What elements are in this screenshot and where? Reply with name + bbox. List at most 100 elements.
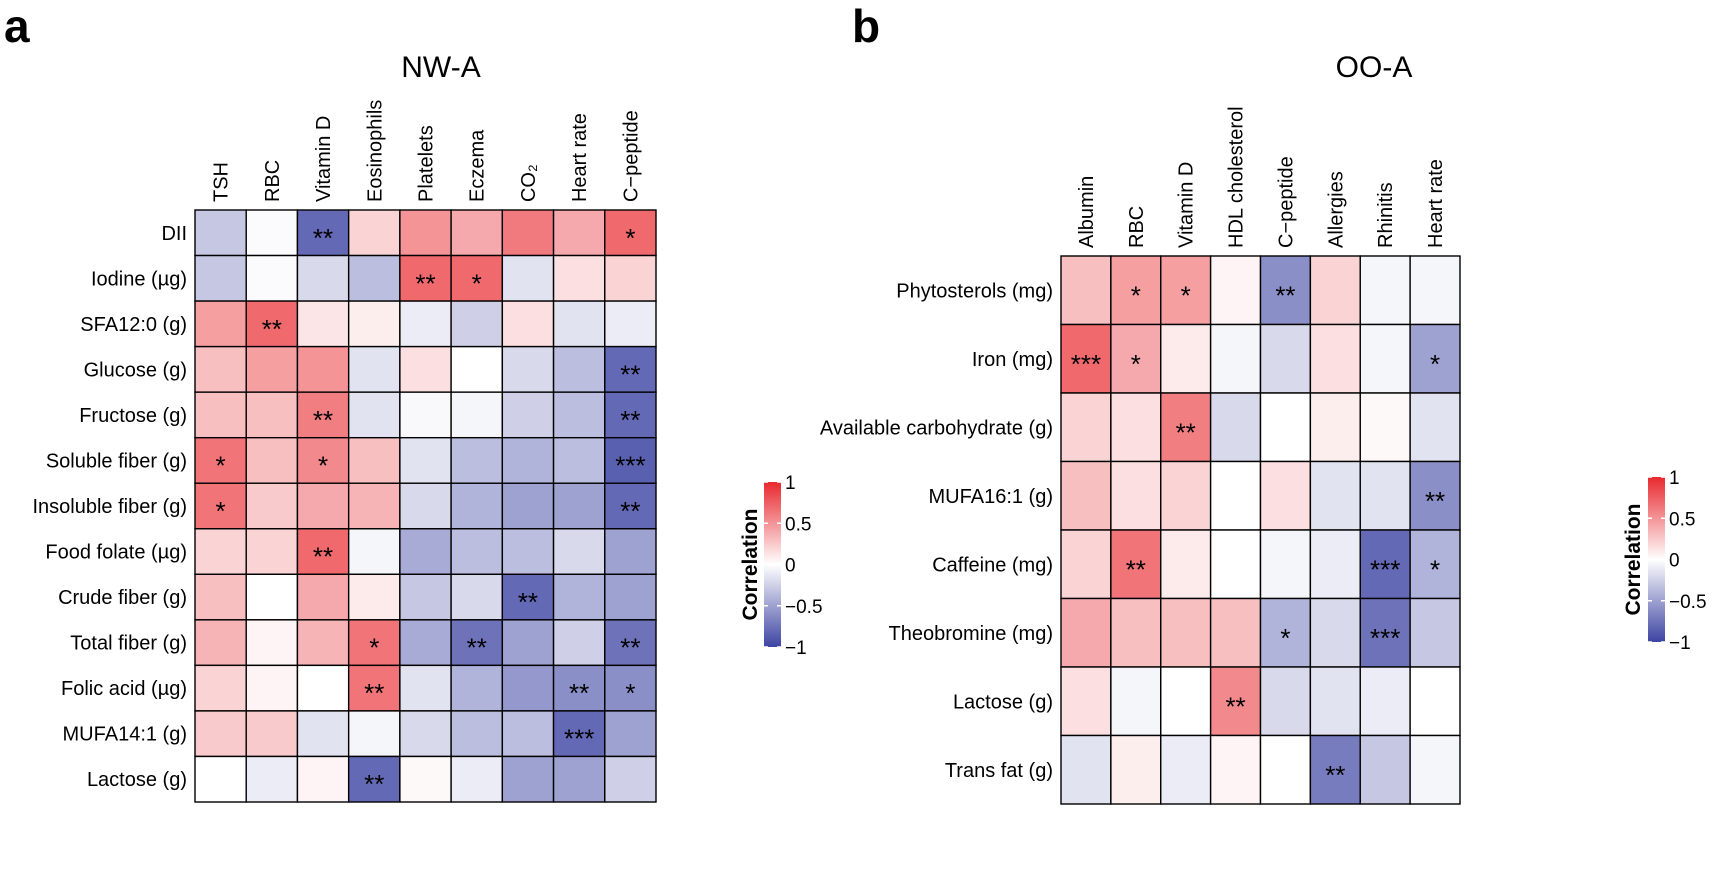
heatmap-cell — [245, 755, 299, 803]
heatmap-cell — [552, 436, 606, 484]
heatmap-cell — [552, 710, 606, 758]
row-label: Theobromine (mg) — [888, 623, 1053, 645]
heatmap-cell — [1409, 597, 1461, 668]
column-label: Vitamin D — [313, 116, 335, 202]
significance-label: ** — [313, 223, 333, 253]
heatmap-cell — [296, 209, 350, 257]
significance-label: ** — [364, 769, 384, 799]
significance-label: *** — [564, 724, 594, 754]
heatmap-cell — [1309, 597, 1361, 668]
colorbar-tick-label: 0 — [785, 556, 796, 577]
heatmap-cell — [1110, 734, 1162, 805]
heatmap-cell — [604, 345, 657, 393]
heatmap-cell — [501, 710, 555, 758]
colorbar-tick-label: 1 — [785, 473, 796, 494]
column-label: TSH — [211, 162, 233, 202]
row-label: Iron (mg) — [972, 349, 1053, 371]
row-label: Lactose (g) — [87, 769, 187, 791]
heatmap-cell — [604, 619, 657, 667]
heatmap-cell — [1209, 529, 1262, 600]
colorbar-tick-label: −0.5 — [1669, 592, 1707, 613]
heatmap-cell — [604, 391, 657, 439]
significance-label: ** — [313, 405, 333, 435]
row-labels: Phytosterols (mg)Iron (mg)Available carb… — [820, 280, 1053, 782]
heatmap-cell — [194, 573, 247, 621]
row-label: Available carbohydrate (g) — [820, 417, 1053, 439]
column-label: C−peptide — [620, 110, 642, 202]
heatmap-cell — [604, 573, 657, 621]
significance-label: * — [369, 633, 379, 663]
heatmap-cell — [296, 710, 350, 758]
heatmap-cell — [450, 573, 504, 621]
heatmap-cell — [1359, 323, 1411, 394]
row-label: MUFA16:1 (g) — [929, 486, 1053, 508]
heatmap-cell — [194, 528, 247, 576]
heatmap-cell — [194, 345, 247, 393]
heatmap-cell — [399, 436, 452, 484]
significance-label: *** — [615, 450, 645, 480]
significance-label: ** — [620, 405, 640, 435]
heatmap-cell — [347, 573, 401, 621]
row-label: DII — [161, 223, 187, 245]
heatmap-cell — [604, 300, 657, 348]
heatmap-cell — [194, 755, 247, 803]
heatmap-cell — [450, 528, 504, 576]
heatmap-cell — [552, 300, 606, 348]
heatmap-cell — [347, 664, 401, 712]
significance-label: ** — [313, 542, 333, 572]
colorbar-title: Correlation — [1622, 503, 1645, 615]
row-label: Soluble fiber (g) — [46, 450, 187, 472]
heatmap-cell — [399, 755, 452, 803]
heatmap-cell — [501, 345, 555, 393]
row-label: Folic acid (µg) — [61, 678, 187, 700]
heatmap-cell — [399, 345, 452, 393]
heatmap-cell — [245, 710, 299, 758]
heatmap-cell — [399, 710, 452, 758]
heatmap-cell — [1309, 323, 1361, 394]
row-label: SFA12:0 (g) — [80, 314, 187, 336]
heatmap-cell — [1060, 392, 1112, 463]
heatmap-cell — [399, 619, 452, 667]
heatmap-cell — [1209, 734, 1262, 805]
heatmap-cell — [347, 755, 401, 803]
colorbar-gradient — [1648, 477, 1665, 642]
row-label: Iodine (µg) — [91, 268, 187, 290]
heatmap-cell — [245, 619, 299, 667]
heatmap-cell — [296, 254, 350, 302]
heatmap-cell — [1309, 734, 1361, 805]
colorbar-tick-label: −1 — [1669, 633, 1691, 654]
heatmap-cell — [450, 755, 504, 803]
heatmap-cell — [245, 528, 299, 576]
heatmap-panel-b: OO-A *************************** Albumin… — [820, 51, 1461, 805]
heatmap-cell — [1209, 255, 1262, 326]
heatmap-cell — [347, 710, 401, 758]
heatmap-cell — [1259, 460, 1312, 531]
heatmap-cell — [1309, 392, 1361, 463]
heatmap-cell — [1359, 597, 1411, 668]
heatmap-cell — [450, 300, 504, 348]
heatmap-cell — [501, 300, 555, 348]
heatmap-cell — [1209, 392, 1262, 463]
colorbar-tick-label: 0.5 — [1669, 509, 1695, 530]
significance-label: * — [1131, 280, 1141, 310]
significance-label: ** — [467, 633, 487, 663]
row-label: Total fiber (g) — [70, 633, 187, 655]
heatmap-cell — [347, 528, 401, 576]
heatmap-cell — [245, 209, 299, 257]
heatmap-cell — [1409, 666, 1461, 737]
heatmap-cell — [1060, 597, 1112, 668]
significance-label: * — [1181, 280, 1191, 310]
heatmap-cell — [399, 391, 452, 439]
heatmap-cell — [604, 436, 657, 484]
column-label: HDL cholesterol — [1226, 106, 1248, 248]
heatmap-cell — [1409, 392, 1461, 463]
heatmap-cells: ****************************************… — [194, 209, 657, 803]
significance-label: ** — [620, 359, 640, 389]
heatmap-cell — [552, 528, 606, 576]
heatmap-cell — [347, 391, 401, 439]
heatmap-cell — [347, 436, 401, 484]
heatmap-cell — [347, 619, 401, 667]
column-label: RBC — [262, 160, 284, 202]
heatmap-cell — [552, 755, 606, 803]
